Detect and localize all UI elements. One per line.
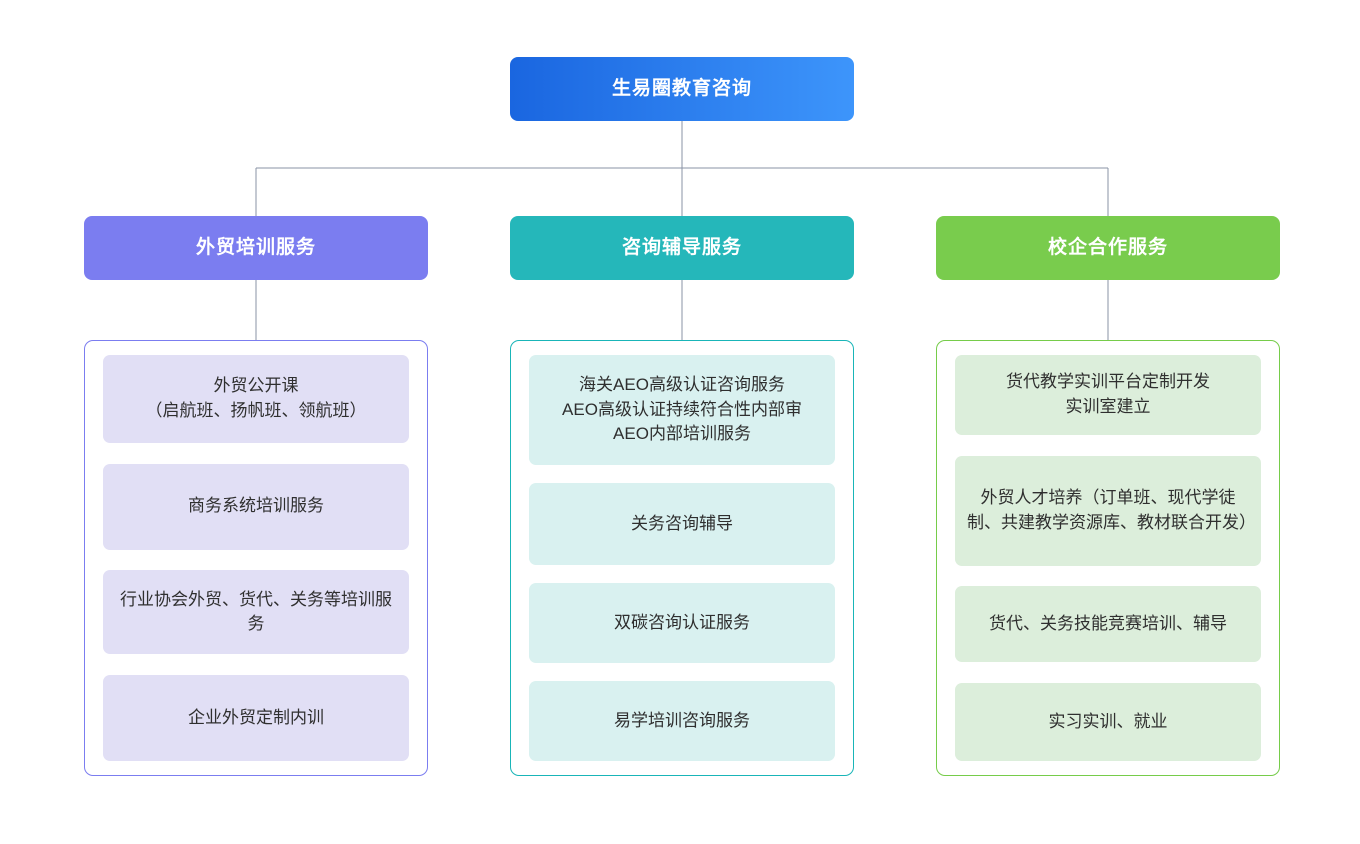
leaf-node[interactable]: 关务咨询辅导 — [529, 483, 835, 565]
branch-header-label-2: 咨询辅导服务 — [621, 236, 742, 258]
leaf-node[interactable]: 双碳咨询认证服务 — [529, 583, 835, 663]
branch-header-3[interactable]: 校企合作服务 — [936, 216, 1280, 280]
branch-column-2: 咨询辅导服务 海关AEO高级认证咨询服务 AEO高级认证持续符合性内部审 AEO… — [510, 216, 854, 776]
leaf-node[interactable]: 货代、关务技能竞赛培训、辅导 — [955, 586, 1261, 663]
branch-column-3: 校企合作服务 货代教学实训平台定制开发 实训室建立 外贸人才培养（订单班、现代学… — [936, 216, 1280, 776]
branch-header-label-1: 外贸培训服务 — [195, 236, 316, 258]
leaf-node[interactable]: 行业协会外贸、货代、关务等培训服务 — [103, 570, 409, 655]
branch-body-1: 外贸公开课 （启航班、扬帆班、领航班） 商务系统培训服务 行业协会外贸、货代、关… — [84, 340, 428, 776]
leaf-node[interactable]: 商务系统培训服务 — [103, 463, 409, 550]
branch-body-2: 海关AEO高级认证咨询服务 AEO高级认证持续符合性内部审 AEO内部培训服务 … — [510, 340, 854, 776]
leaf-node[interactable]: 实习实训、就业 — [955, 682, 1261, 761]
leaf-node[interactable]: 货代教学实训平台定制开发 实训室建立 — [955, 355, 1261, 435]
leaf-node[interactable]: 企业外贸定制内训 — [103, 674, 409, 761]
leaf-node[interactable]: 海关AEO高级认证咨询服务 AEO高级认证持续符合性内部审 AEO内部培训服务 — [529, 355, 835, 465]
leaf-node[interactable]: 外贸人才培养（订单班、现代学徒制、共建教学资源库、教材联合开发） — [955, 455, 1261, 566]
branch-header-2[interactable]: 咨询辅导服务 — [510, 216, 854, 280]
branch-header-1[interactable]: 外贸培训服务 — [84, 216, 428, 280]
root-node[interactable]: 生易圈教育咨询 — [510, 57, 854, 121]
leaf-node[interactable]: 易学培训咨询服务 — [529, 681, 835, 761]
branch-header-label-3: 校企合作服务 — [1047, 236, 1168, 258]
leaf-node[interactable]: 外贸公开课 （启航班、扬帆班、领航班） — [103, 355, 409, 443]
branch-column-1: 外贸培训服务 外贸公开课 （启航班、扬帆班、领航班） 商务系统培训服务 行业协会… — [84, 216, 428, 776]
branch-body-3: 货代教学实训平台定制开发 实训室建立 外贸人才培养（订单班、现代学徒制、共建教学… — [936, 340, 1280, 776]
root-node-label: 生易圈教育咨询 — [611, 77, 752, 99]
